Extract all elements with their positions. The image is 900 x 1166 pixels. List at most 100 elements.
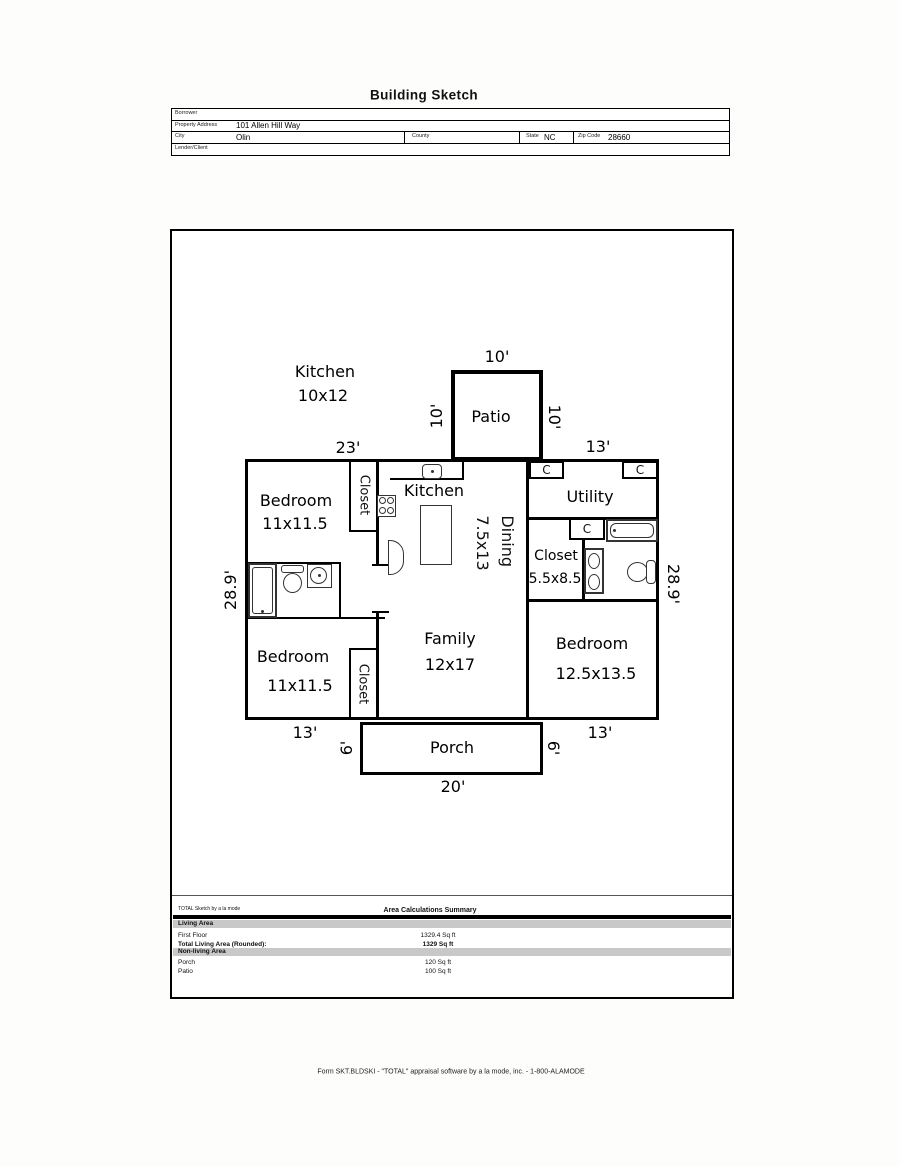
borrower-row: Borrower <box>172 109 729 121</box>
bedroom2-name: Bedroom <box>256 646 330 666</box>
wall-closet1-bottom <box>349 530 379 532</box>
porch-area-value: 120 Sq ft <box>424 959 452 966</box>
toilet-right-tank-icon <box>646 560 656 584</box>
closet1-label: Closet <box>356 474 372 516</box>
closet3-label: Closet <box>355 663 371 705</box>
area-calculations-summary: TOTAL Sketch by a la mode Area Calculati… <box>172 231 732 997</box>
summary-row-patio: Patio 100 Sq ft <box>178 967 728 976</box>
divider <box>519 132 520 143</box>
dim-porch-bottom: 20' <box>440 776 466 796</box>
washer-door <box>588 553 600 569</box>
nonliving-area-header: Non-living Area <box>173 948 731 956</box>
patio-outline <box>451 370 543 461</box>
total-sketch-logo: TOTAL Sketch by a la mode <box>178 906 241 912</box>
wall-bath-right <box>339 562 341 618</box>
closet2-name: Closet <box>534 547 578 564</box>
kitchen-island-icon <box>420 505 452 565</box>
city-state-zip-row: City Olin County State NC Zip Code 28660 <box>172 132 729 144</box>
closet-marker-1: C <box>542 463 551 477</box>
shower-pan <box>252 567 273 614</box>
lender-label: Lender/Client <box>175 144 208 151</box>
burner <box>387 507 394 514</box>
family-name: Family <box>424 628 476 648</box>
wall-closet1-left <box>349 459 351 532</box>
porch-room-label: Porch <box>429 737 475 757</box>
dining-label: Dining 7.5x13 <box>469 515 519 570</box>
first-floor-label: First Floor <box>178 932 208 939</box>
closet2-dims: 5.5x8.5 <box>528 570 582 587</box>
closet-marker-3: C <box>582 522 592 536</box>
summary-top-rule <box>172 895 732 896</box>
shower-drain <box>261 610 264 613</box>
property-info-form: Borrower Property Address 101 Allen Hill… <box>171 108 730 156</box>
porch-area-label: Porch <box>178 959 195 966</box>
page-title: Building Sketch <box>369 87 479 103</box>
summary-title: Area Calculations Summary <box>383 907 477 914</box>
closet-marker-box-1: C <box>529 461 564 479</box>
utility-label: Utility <box>566 486 614 506</box>
bedroom2-dims: 11x11.5 <box>267 675 333 695</box>
total-living-value: 1329 Sq ft <box>422 941 454 948</box>
wall-family-west <box>376 611 379 720</box>
toilet-left-bowl-icon <box>283 573 302 593</box>
property-address-row: Property Address 101 Allen Hill Way <box>172 121 729 132</box>
patio-room-label: Patio <box>471 406 511 426</box>
wall-closet3-left <box>349 648 351 720</box>
burner <box>379 497 386 504</box>
property-address-label: Property Address <box>175 121 218 128</box>
total-living-label: Total Living Area (Rounded): <box>178 941 267 948</box>
kitchen-annotation-dims: 10x12 <box>297 385 349 405</box>
wall-bath-top <box>245 562 341 564</box>
borrower-label: Borrower <box>175 110 198 116</box>
bedroom3-name: Bedroom <box>555 633 629 653</box>
dim-top-right: 13' <box>585 436 611 456</box>
wall-hall-stub-top <box>372 564 389 566</box>
sketch-canvas: Kitchen 10x12 10' 10' Patio 10' 23' 13' <box>170 229 734 999</box>
zip-value: 28660 <box>608 132 631 142</box>
bedroom1-name: Bedroom <box>259 490 333 510</box>
summary-row-total: Total Living Area (Rounded): 1329 Sq ft <box>178 940 728 949</box>
county-label: County <box>412 133 430 139</box>
divider <box>404 132 405 143</box>
kitchen-counter-edge <box>390 478 464 480</box>
bathtub-basin <box>610 523 654 538</box>
state-value: NC <box>544 132 556 142</box>
toilet-left-tank-icon <box>281 565 304 573</box>
summary-row-porch: Porch 120 Sq ft <box>178 958 728 967</box>
first-floor-value: 1329.4 Sq ft <box>420 932 456 939</box>
form-footer: Form SKT.BLDSKI - "TOTAL" appraisal soft… <box>317 1068 585 1076</box>
dining-name: Dining <box>497 515 517 568</box>
closet-marker-2: C <box>635 463 645 477</box>
burner <box>387 497 394 504</box>
wall-bath-bottom <box>245 617 385 619</box>
zip-label: Zip Code <box>578 133 601 139</box>
dim-patio-top: 10' <box>484 346 510 366</box>
city-value: Olin <box>236 132 251 142</box>
bathtub-icon <box>606 519 658 542</box>
closet-marker-box-3: C <box>569 518 605 540</box>
patio-area-value: 100 Sq ft <box>424 968 452 975</box>
family-dims: 12x17 <box>424 654 476 674</box>
state-label: State <box>526 133 539 139</box>
porch-outline <box>360 722 543 775</box>
city-label: City <box>175 133 185 139</box>
kitchen-sink-drain <box>431 470 434 473</box>
kitchen-annotation-name: Kitchen <box>294 361 356 381</box>
bath-sink-drain <box>318 574 321 577</box>
burner <box>379 507 386 514</box>
washer-dryer-icon <box>584 548 604 594</box>
wall-hall-stub-bottom <box>372 611 389 613</box>
dim-bottom-right: 13' <box>587 722 613 742</box>
living-area-header: Living Area <box>173 920 731 928</box>
dim-bottom-left: 13' <box>292 722 318 742</box>
summary-row-first-floor: First Floor 1329.4 Sq ft <box>178 931 728 940</box>
kitchen-room-label: Kitchen <box>403 480 465 500</box>
wall-closet3-top <box>349 648 377 650</box>
summary-divider-bar <box>173 915 731 919</box>
shower-icon <box>248 563 277 618</box>
closet-marker-box-2: C <box>622 461 658 479</box>
property-address-value: 101 Allen Hill Way <box>236 121 301 130</box>
patio-area-label: Patio <box>178 968 193 975</box>
dryer-door <box>588 574 600 590</box>
